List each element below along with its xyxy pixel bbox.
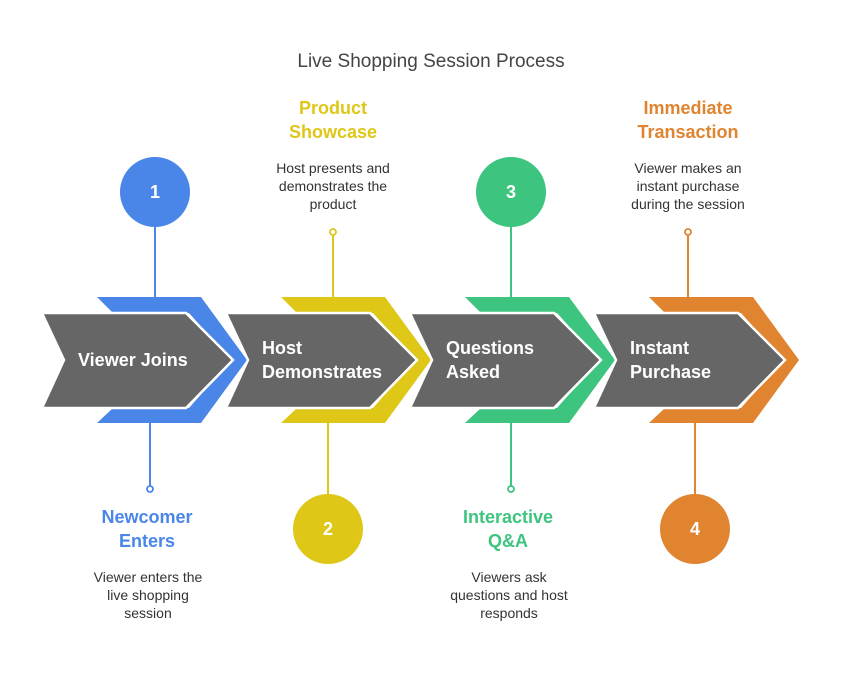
step-description: session [124,605,171,621]
step-description: Viewers ask [471,569,547,585]
chevron-band [281,297,431,423]
step-description: questions and host [450,587,568,603]
diagram-title: Live Shopping Session Process [297,51,564,72]
step-heading: Immediate [643,98,732,118]
step-description: during the session [631,196,745,212]
step-label: Instant [630,338,689,358]
chevron-band [465,297,615,423]
step-heading: Enters [119,531,175,551]
step-heading: Newcomer [101,507,192,527]
pin-dot [507,485,515,493]
step-number-circle [120,157,190,227]
step-arrow [224,311,419,410]
step-description: Viewer makes an [634,160,741,176]
step-number-circle [476,157,546,227]
step-description: Host presents and [276,160,390,176]
step-description: responds [480,605,538,621]
step-label: Questions [446,338,534,358]
step-heading: Interactive [463,507,553,527]
pin-dot [329,228,337,236]
step-number: 2 [323,519,333,539]
step-arrow [408,311,603,410]
step-label: Host [262,338,302,358]
step-label: Viewer Joins [78,350,188,370]
step-label: Purchase [630,362,711,382]
step-heading: Showcase [289,122,377,142]
step-arrow [40,311,235,410]
step-description: instant purchase [637,178,740,194]
step-description: Viewer enters the [94,569,203,585]
chevron-bands [97,297,799,423]
step-number: 3 [506,182,516,202]
step-description: product [310,196,357,212]
step-arrow [592,311,787,410]
step-heading: Product [299,98,367,118]
pin-dot [146,485,154,493]
chevron-band [97,297,247,423]
pin-dot [684,228,692,236]
step-number: 4 [690,519,700,539]
step-label: Demonstrates [262,362,382,382]
step-label: Asked [446,362,500,382]
step-description: live shopping [107,587,189,603]
chevron-band [649,297,799,423]
step-heading: Q&A [488,531,528,551]
step-heading: Transaction [637,122,738,142]
step-number-circle [293,494,363,564]
step-description: demonstrates the [279,178,387,194]
step-number: 1 [150,182,160,202]
step-number-circle [660,494,730,564]
